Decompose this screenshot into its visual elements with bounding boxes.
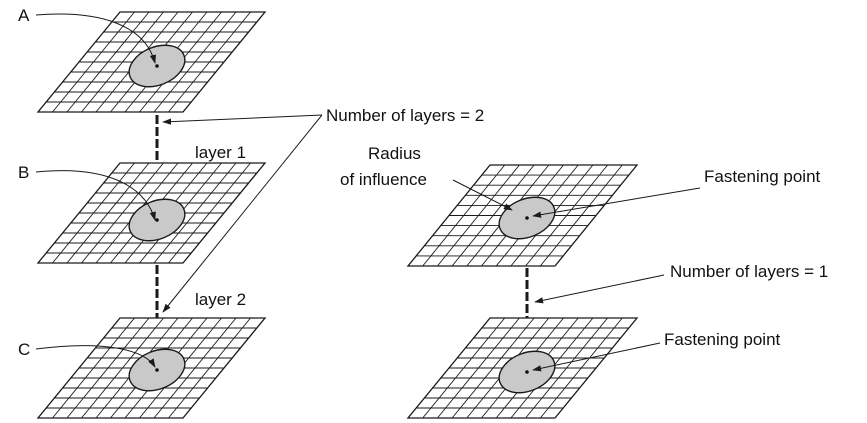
label-layers-left: Number of layers = 2 <box>326 106 484 125</box>
grid-line <box>168 317 251 419</box>
plane-right-top-fastening-point <box>525 216 529 220</box>
plane-a-fastening-point <box>155 64 159 68</box>
label-point-b: B <box>18 163 29 182</box>
label-layers-right: Number of layers = 1 <box>670 262 828 281</box>
grid-line <box>539 164 623 267</box>
label-layer-2: layer 2 <box>195 290 246 309</box>
layers-right-arrow <box>534 274 665 304</box>
plane-b <box>36 162 267 264</box>
layers-left-arrow-1 <box>162 114 323 125</box>
leader-a <box>35 13 156 64</box>
plane-right-bottom <box>406 317 639 419</box>
grid-line <box>539 317 623 419</box>
grid-line <box>153 317 237 419</box>
plane-c-fastening-point <box>155 368 159 372</box>
label-layer-1: layer 1 <box>195 143 246 162</box>
label-point-a: A <box>18 6 30 25</box>
fastening-bottom-arrow <box>532 342 661 372</box>
label-radius-line2: of influence <box>340 170 427 189</box>
label-radius-line1: Radius <box>368 144 421 163</box>
label-fastening-top: Fastening point <box>704 167 821 186</box>
grid-line <box>168 11 251 113</box>
plane-c <box>36 317 267 419</box>
grid-line <box>525 317 608 419</box>
plane-right-top <box>406 164 639 267</box>
label-fastening-bottom: Fastening point <box>664 330 781 349</box>
grid-line <box>153 162 237 264</box>
plane-b-fastening-point <box>155 218 159 222</box>
grid-line <box>153 11 237 113</box>
leader-c <box>35 345 156 368</box>
layers-left-arrow-2 <box>162 114 323 313</box>
grid-line <box>525 164 608 267</box>
grid-line <box>168 162 251 264</box>
leader-b <box>35 170 156 221</box>
label-point-c: C <box>18 340 30 359</box>
fastening-top-arrow <box>532 187 701 218</box>
plane-a <box>36 11 267 113</box>
radius-arrow <box>452 179 513 211</box>
plane-right-bottom-fastening-point <box>525 370 529 374</box>
